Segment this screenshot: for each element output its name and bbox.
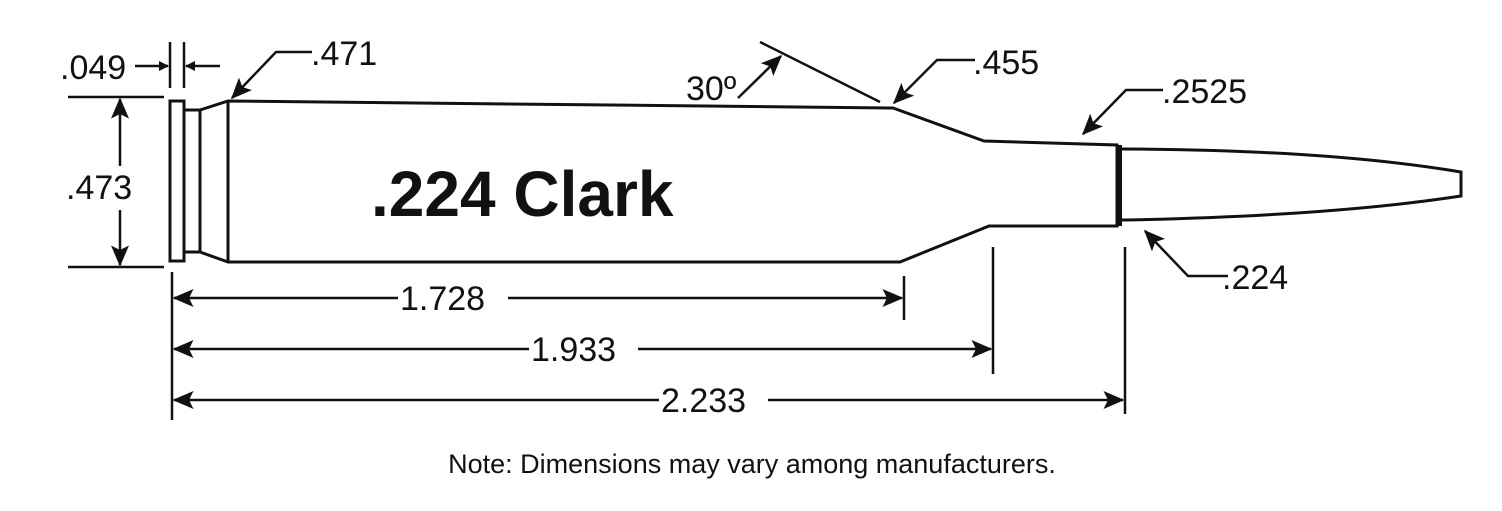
rim-thickness-label: .049 <box>60 49 126 87</box>
cartridge-name: .224 Clark <box>371 158 674 230</box>
bullet-diameter-label: .224 <box>1222 259 1288 297</box>
case-length-label: 2.233 <box>661 382 746 420</box>
length-extension-lines <box>170 247 1127 420</box>
shoulder-angle-marks <box>737 40 881 104</box>
bullet <box>1115 147 1463 222</box>
length-to-neck-label: 1.933 <box>531 331 616 369</box>
dimensions-note: Note: Dimensions may vary among manufact… <box>448 449 1056 479</box>
case-body <box>198 99 1119 264</box>
base-diameter-leader <box>230 50 312 100</box>
rim-thickness-dim <box>135 42 220 88</box>
rim-diameter-dim <box>68 95 164 269</box>
neck-diameter-label: .2525 <box>1162 73 1247 111</box>
case-outline <box>168 99 1463 264</box>
shoulder-diameter-leader <box>892 58 975 105</box>
base-diameter-label: .471 <box>311 35 377 73</box>
shoulder-angle-label: 30º <box>686 70 736 108</box>
shoulder-diameter-label: .455 <box>973 44 1039 82</box>
rim-diameter-label: .473 <box>66 169 132 207</box>
rim <box>168 99 186 263</box>
extractor-groove <box>182 108 202 254</box>
length-to-shoulder-label: 1.728 <box>400 280 485 318</box>
bullet-diameter-leader <box>1143 229 1228 278</box>
neck-diameter-leader <box>1081 88 1163 136</box>
